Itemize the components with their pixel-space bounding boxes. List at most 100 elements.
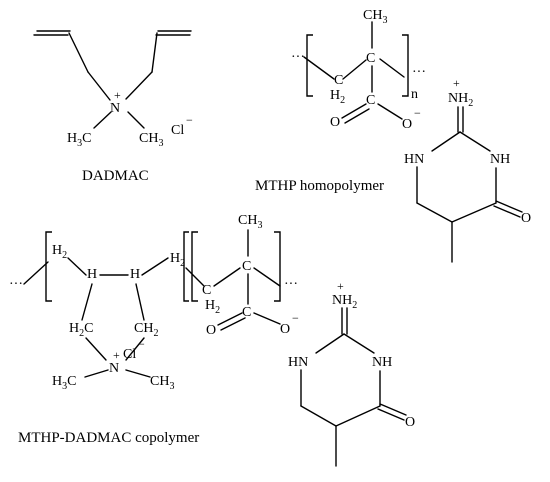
homopolymer-methyl: CH3 [363,8,387,26]
mthp-dadmac-copolymer-structure: ··· ··· H2 H H H2 C H2 C CH3 C O O − H2C… [9,213,299,446]
right-bracket-mthp [274,231,281,302]
ring-iminium-group: NH2 [448,91,473,109]
mthp-homopolymer-caption: MTHP homopolymer [255,178,384,194]
backbone-h2: H2 [330,88,345,106]
right-bracket [402,34,409,97]
bond [93,111,112,129]
bond [125,337,145,361]
copolymer-carboxyl-carbon: C [242,305,251,320]
copolymer-quaternary-carbon: C [242,259,251,274]
ring-carbonyl-oxygen: O [521,211,531,226]
ring-ch2-right: CH2 [134,321,158,339]
ring-ch-right: H [130,267,140,282]
mthp-homopolymer-structure: ··· ··· n C H2 C CH3 C O O − MTHP homopo… [255,8,426,194]
bond [87,71,111,101]
bond [379,58,405,78]
bond [67,257,87,276]
carboxylate-charge: − [414,106,421,120]
backbone-h2-2: H2 [170,251,185,269]
bond [151,32,158,73]
bond [343,333,375,354]
backbone-carbon: C [334,73,343,88]
right-bracket-dadmac [183,231,189,302]
bond [85,337,107,361]
bond [493,205,521,218]
dadmac-chloride: Cl [171,123,184,138]
copolymer-nitrogen: N [109,361,119,376]
bond [459,131,491,152]
bond [335,405,381,427]
bond [213,267,241,287]
bond [141,257,169,276]
repeat-unit-n: n [411,87,418,102]
bond [220,317,246,331]
bond [217,312,243,326]
copolymer-backbone-carbon: C [202,283,211,298]
bond [253,312,281,325]
backbone-h2-3: H2 [205,298,220,316]
carbonyl-oxygen: O [330,115,340,130]
copolymer-chloride: Cl [123,347,136,362]
dadmac-methyl-right: CH3 [139,131,163,149]
carboxylate-oxygen: O [402,117,412,132]
bond [23,261,49,285]
ring-nh-right: NH [372,355,392,370]
bond [127,111,145,129]
bond [125,369,151,378]
ring-iminium-group: NH2 [332,293,357,311]
bond [379,403,407,416]
bond [81,283,93,321]
bond [300,405,337,427]
ring-nh-right: NH [490,152,510,167]
chain-end-left: ··· [9,277,23,292]
dadmac-methyl-left: H3C [67,131,91,149]
bond [303,56,335,80]
copolymer-methyl-left: H3C [52,374,76,392]
bond [416,202,453,223]
quaternary-carbon: C [366,51,375,66]
ring-nh-left: HN [288,355,308,370]
dadmac-plus-charge: + [114,88,121,102]
left-bracket-mthp [191,231,198,302]
bond [341,103,367,119]
tetrahydropyrimidinone-ring-bottom: NH2 + HN NH O [288,279,415,467]
bond [125,71,153,100]
dadmac-chloride-charge: − [186,113,193,127]
bond [185,267,205,287]
bond [84,369,109,378]
dadmac-structure: N + H3C CH3 Cl − DADMAC [33,30,193,184]
bond [253,267,281,287]
dadmac-nitrogen: N [110,101,120,116]
ring-ch-left: H [87,267,97,282]
copolymer-carboxylate-charge: − [292,311,299,325]
left-bracket [306,34,313,97]
chain-end-left: ··· [291,50,305,65]
copolymer-carboxylate-oxygen: O [280,322,290,337]
bond [315,333,345,354]
copolymer-methyl-right: CH3 [150,374,174,392]
bond [377,408,405,421]
bond [68,32,89,73]
ring-carbonyl-oxygen: O [405,415,415,430]
chain-end-right: ··· [284,277,298,292]
ring-iminium-charge: + [453,76,460,90]
tetrahydropyrimidinone-ring-top: NH2 + HN NH O [404,76,531,263]
copolymer-nitrogen-charge: + [113,348,120,362]
backbone-h2-1: H2 [52,243,67,261]
bond [377,103,403,120]
chain-end-right: ··· [412,65,426,80]
bond [135,283,145,321]
carboxyl-carbon: C [366,93,375,108]
ring-nh-left: HN [404,152,424,167]
ring-iminium-charge: + [337,279,344,293]
copolymer-methyl: CH3 [238,213,262,231]
left-bracket-dadmac [45,231,52,302]
ring-ch2-left: H2C [69,321,93,339]
bond [495,200,523,213]
dadmac-caption: DADMAC [82,168,149,184]
copolymer-chloride-charge: − [138,337,145,351]
bond [344,108,370,124]
bond [342,59,367,80]
